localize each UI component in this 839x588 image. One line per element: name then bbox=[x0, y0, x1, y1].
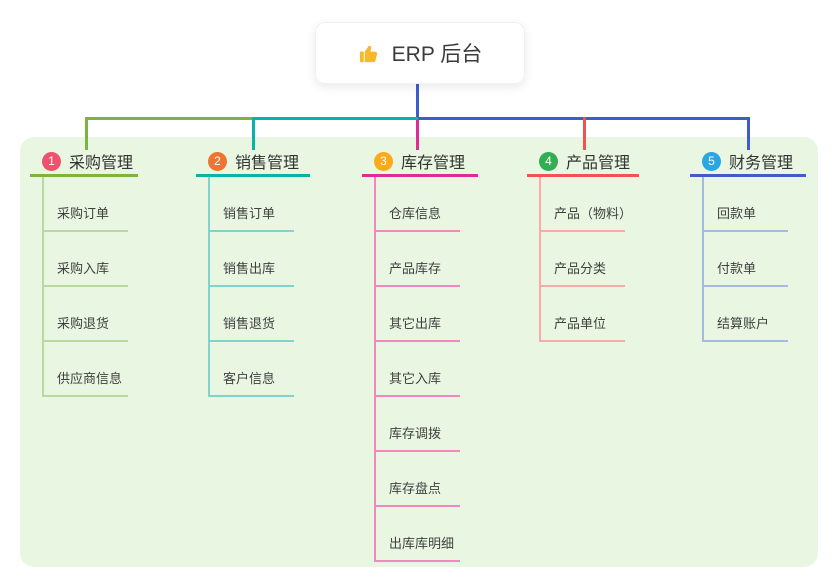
item-settlement-account[interactable]: 结算账户 bbox=[704, 287, 788, 342]
badge-5: 5 bbox=[702, 151, 721, 171]
column-purchase-header[interactable]: 1 采购管理 bbox=[30, 148, 138, 177]
badge-3: 3 bbox=[374, 151, 393, 171]
column-product: 4 产品管理 产品（物料） 产品分类 产品单位 bbox=[527, 148, 639, 342]
column-sales-items: 销售订单 销售出库 销售退货 客户信息 bbox=[208, 177, 294, 397]
badge-4: 4 bbox=[539, 151, 558, 171]
connector-drop-inventory bbox=[416, 120, 419, 150]
badge-1: 1 bbox=[42, 151, 61, 171]
item-sales-order[interactable]: 销售订单 bbox=[210, 177, 294, 232]
item-sales-outbound[interactable]: 销售出库 bbox=[210, 232, 294, 287]
item-payment-order[interactable]: 付款单 bbox=[704, 232, 788, 287]
column-inventory-header[interactable]: 3 库存管理 bbox=[362, 148, 478, 177]
connector-drop-purchase bbox=[85, 117, 88, 150]
column-purchase-items: 采购订单 采购入库 采购退货 供应商信息 bbox=[42, 177, 128, 397]
item-purchase-order[interactable]: 采购订单 bbox=[44, 177, 128, 232]
item-product-unit[interactable]: 产品单位 bbox=[541, 287, 625, 342]
column-finance-title: 财务管理 bbox=[729, 155, 794, 172]
item-other-outbound[interactable]: 其它出库 bbox=[376, 287, 460, 342]
connector-bus-sales bbox=[252, 117, 418, 120]
badge-2: 2 bbox=[208, 151, 227, 171]
item-purchase-return[interactable]: 采购退货 bbox=[44, 287, 128, 342]
item-warehouse-info[interactable]: 仓库信息 bbox=[376, 177, 460, 232]
connector-drop-sales bbox=[252, 117, 255, 150]
item-receipt-order[interactable]: 回款单 bbox=[704, 177, 788, 232]
column-inventory-items: 仓库信息 产品库存 其它出库 其它入库 库存调拨 库存盘点 出库库明细 bbox=[374, 177, 460, 562]
column-sales-header[interactable]: 2 销售管理 bbox=[196, 148, 310, 177]
item-purchase-inbound[interactable]: 采购入库 bbox=[44, 232, 128, 287]
column-product-header[interactable]: 4 产品管理 bbox=[527, 148, 639, 177]
column-purchase: 1 采购管理 采购订单 采购入库 采购退货 供应商信息 bbox=[30, 148, 138, 397]
connector-root-line bbox=[416, 82, 419, 121]
connector-drop-product bbox=[583, 117, 586, 150]
root-node-label: ERP 后台 bbox=[391, 43, 483, 66]
column-finance-items: 回款单 付款单 结算账户 bbox=[702, 177, 788, 342]
column-sales: 2 销售管理 销售订单 销售出库 销售退货 客户信息 bbox=[196, 148, 310, 397]
item-product-category[interactable]: 产品分类 bbox=[541, 232, 625, 287]
item-customer-info[interactable]: 客户信息 bbox=[210, 342, 294, 397]
item-outbound-detail[interactable]: 出库库明细 bbox=[376, 507, 460, 562]
column-product-items: 产品（物料） 产品分类 产品单位 bbox=[539, 177, 632, 342]
column-inventory-title: 库存管理 bbox=[401, 155, 466, 172]
connector-drop-finance bbox=[747, 117, 750, 150]
item-stock-transfer[interactable]: 库存调拨 bbox=[376, 397, 460, 452]
column-sales-title: 销售管理 bbox=[235, 155, 300, 172]
column-finance-header[interactable]: 5 财务管理 bbox=[690, 148, 806, 177]
connector-bus-purchase bbox=[85, 117, 252, 120]
item-product-material[interactable]: 产品（物料） bbox=[541, 177, 632, 232]
column-product-title: 产品管理 bbox=[566, 155, 631, 172]
item-supplier-info[interactable]: 供应商信息 bbox=[44, 342, 128, 397]
diagram-panel bbox=[20, 137, 818, 567]
item-other-inbound[interactable]: 其它入库 bbox=[376, 342, 460, 397]
root-node[interactable]: ERP 后台 bbox=[315, 22, 525, 84]
column-inventory: 3 库存管理 仓库信息 产品库存 其它出库 其它入库 库存调拨 库存盘点 出库库… bbox=[362, 148, 478, 562]
item-sales-return[interactable]: 销售退货 bbox=[210, 287, 294, 342]
column-finance: 5 财务管理 回款单 付款单 结算账户 bbox=[690, 148, 806, 342]
thumbs-up-icon bbox=[359, 45, 377, 62]
item-stock-taking[interactable]: 库存盘点 bbox=[376, 452, 460, 507]
item-product-stock[interactable]: 产品库存 bbox=[376, 232, 460, 287]
column-purchase-title: 采购管理 bbox=[69, 155, 134, 172]
